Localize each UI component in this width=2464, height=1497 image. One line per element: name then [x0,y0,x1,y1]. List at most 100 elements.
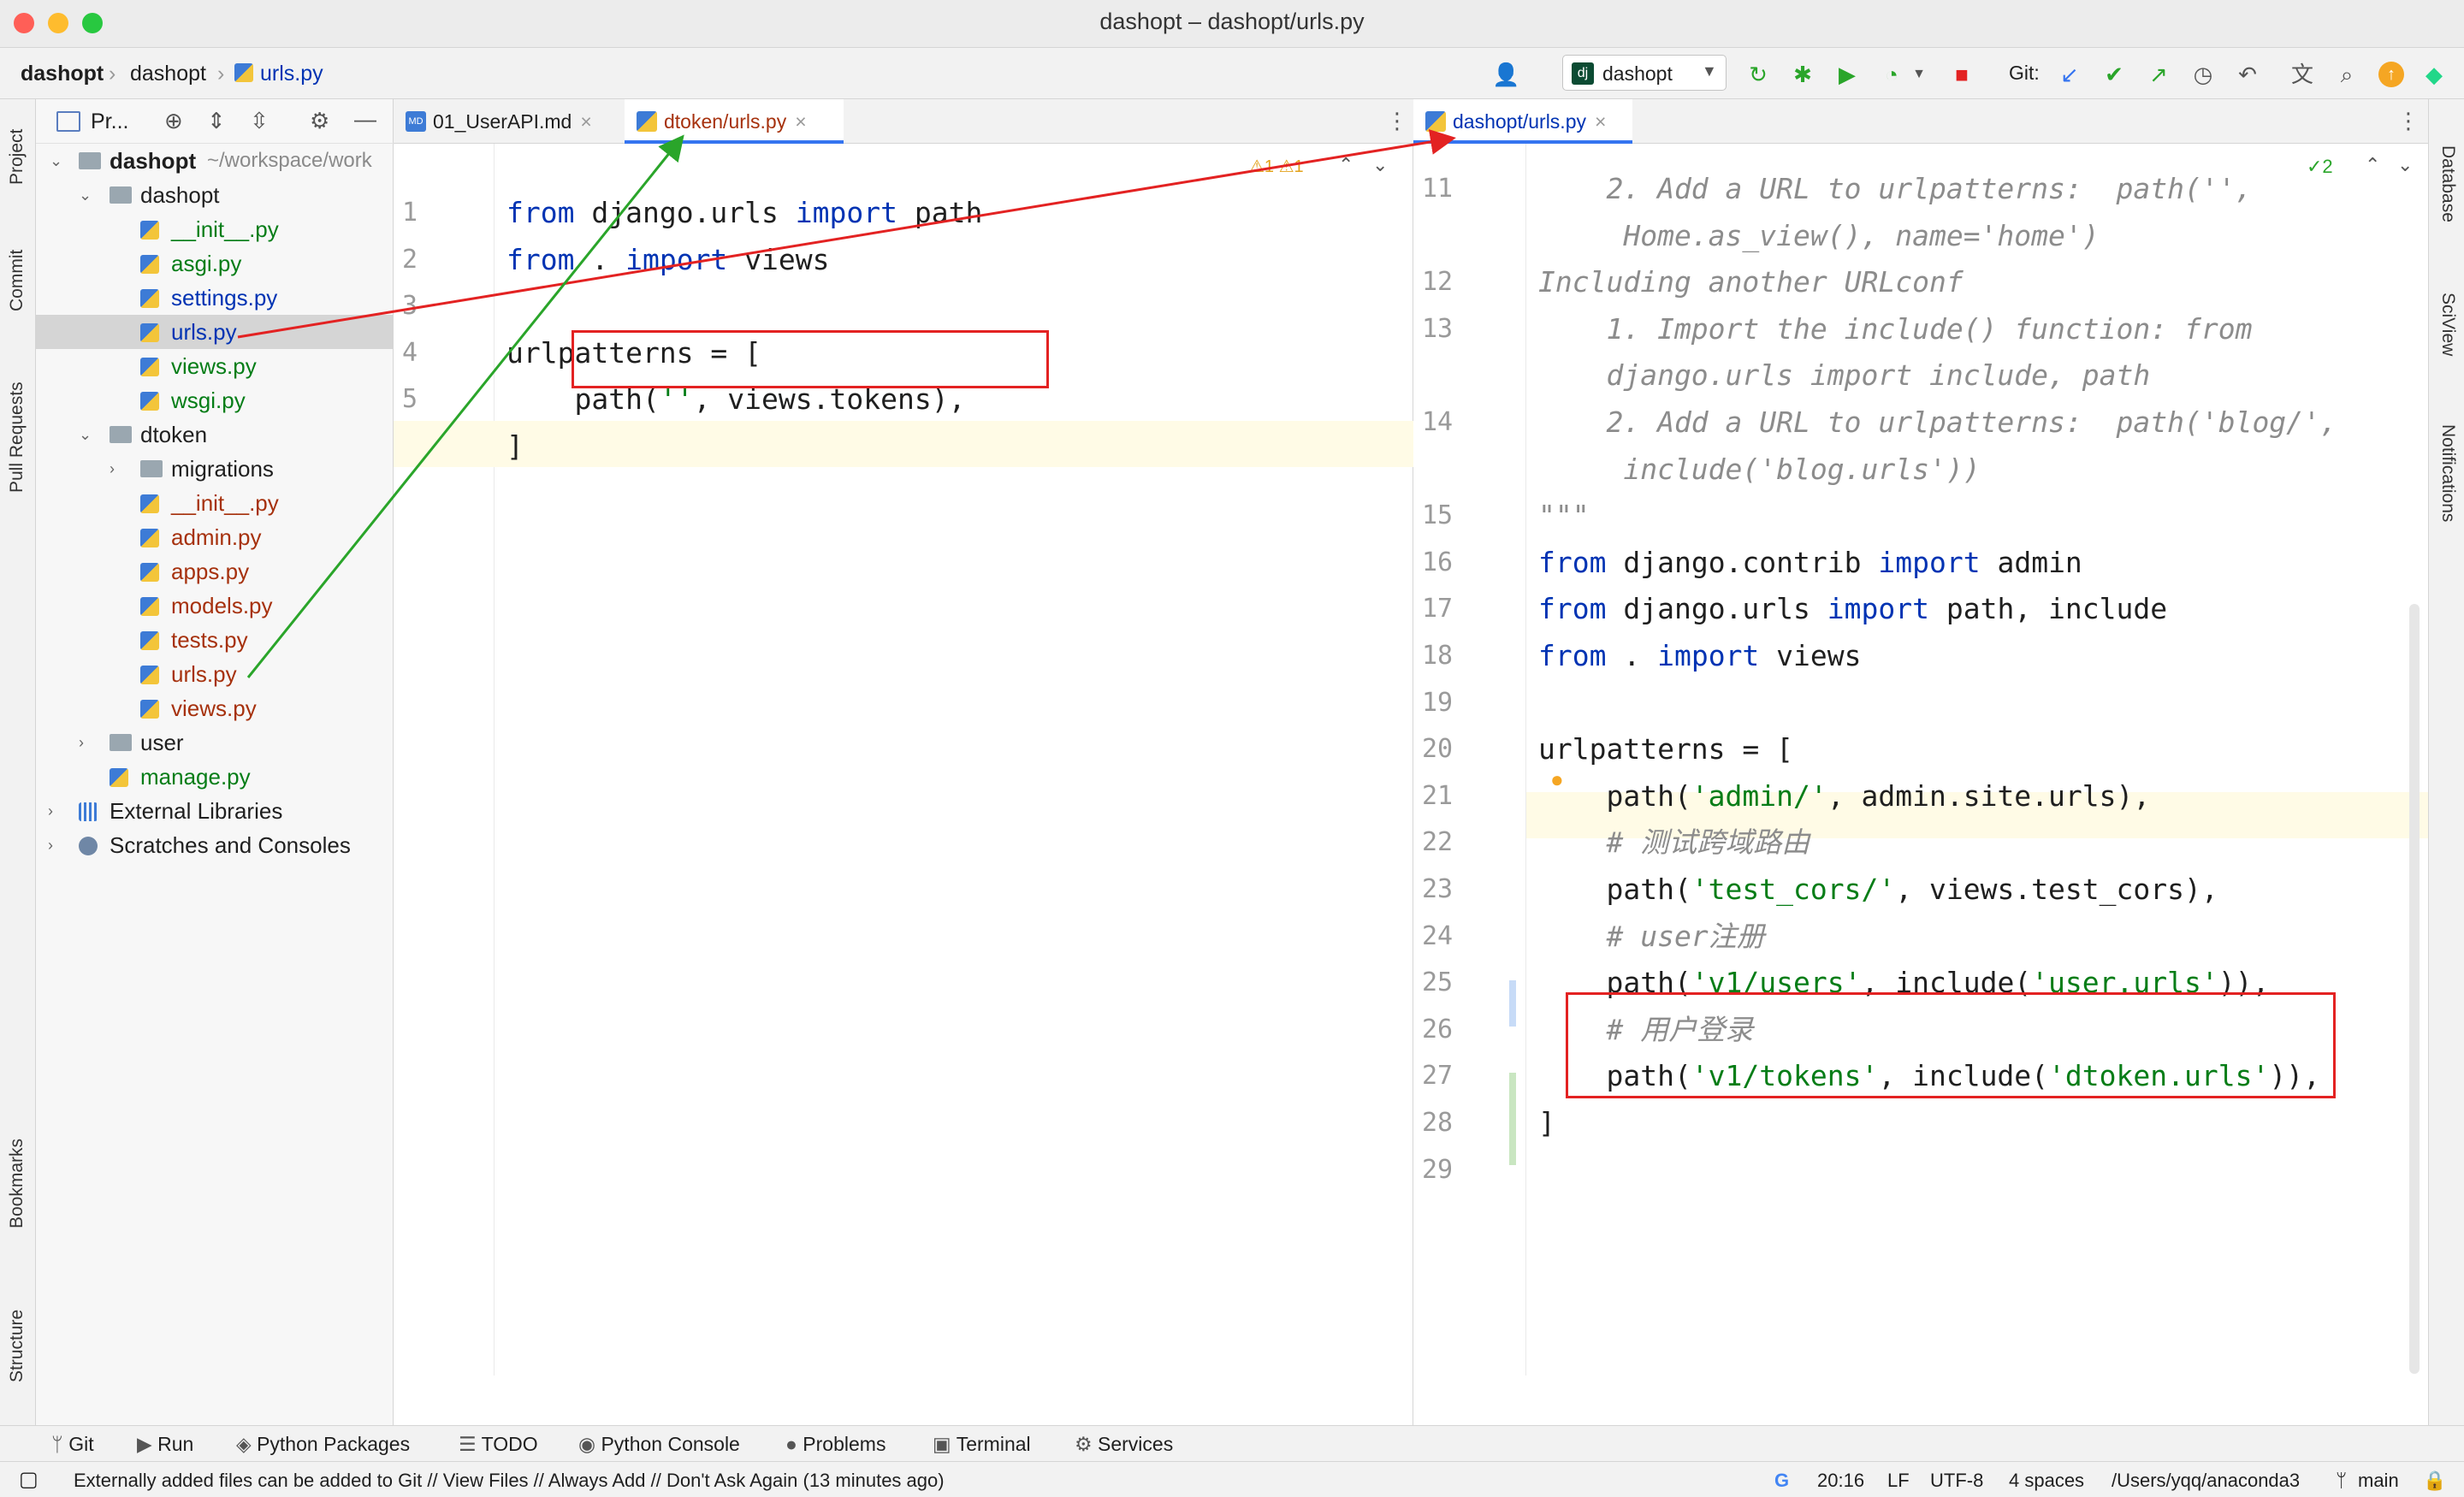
tree-item[interactable]: urls.py [36,657,394,691]
code-line: include('blog.urls')) [1538,452,1981,486]
lightbulb-icon[interactable]: ● [1550,766,1564,792]
code-line: 1. Import the include() function: from [1538,311,2253,346]
tool-window-problems[interactable]: ● Problems [785,1433,886,1455]
code-line: urlpatterns = [ [506,335,762,370]
history-icon[interactable]: ◷ [2193,62,2213,87]
user-icon[interactable]: 👤 [1492,62,1520,87]
minimize-panel-icon[interactable]: — [354,106,376,132]
expand-all-icon[interactable]: ⇕ [207,108,226,133]
tree-item[interactable]: ›migrations [36,452,394,486]
close-icon[interactable]: × [580,110,592,133]
tree-item[interactable]: manage.py [36,760,394,794]
chevron-down-icon[interactable]: ⌄ [1372,154,1389,175]
file-encoding[interactable]: UTF-8 [1930,1470,1984,1491]
indent-setting[interactable]: 4 spaces [2009,1470,2085,1491]
tree-item[interactable]: apps.py [36,554,394,589]
breadcrumb-file[interactable]: urls.py [260,62,323,86]
line-number: 14 [1422,407,1454,437]
chevron-right-icon[interactable]: › [48,837,53,854]
gear-icon[interactable]: ⚙ [310,108,330,133]
line-separator[interactable]: LF [1887,1470,1910,1491]
minimize-window-button[interactable] [48,13,68,33]
lock-icon[interactable]: 🔒 [2423,1470,2447,1491]
chevron-right-icon[interactable]: › [110,460,115,477]
chevron-down-icon[interactable]: ▼ [1912,67,1926,81]
code-area-right[interactable]: 2. Add a URL to urlpatterns: path('', Ho… [1538,144,2420,1341]
tool-window-run[interactable]: ▶ Run [137,1433,194,1455]
profile-icon[interactable]: ◔ [1885,62,1898,87]
chevron-right-icon[interactable]: › [79,734,84,751]
vertical-scrollbar[interactable] [2409,604,2420,1374]
tree-item[interactable]: tests.py [36,623,394,657]
locate-file-icon[interactable]: ⊕ [164,108,183,133]
tree-item[interactable]: ›Scratches and Consoles [36,828,394,862]
search-icon[interactable]: ⌕ [2340,62,2354,87]
run-icon: ▶ [137,1433,158,1455]
todo-icon: ☰ [459,1433,482,1455]
chevron-down-icon[interactable]: ⌄ [79,426,92,443]
chevron-up-icon[interactable]: ⌃ [1338,154,1354,175]
more-options-icon[interactable]: ⋮ [2397,108,2420,133]
tree-item[interactable]: asgi.py [36,246,394,281]
tab-userapi-md[interactable]: MD 01_UserAPI.md× [394,99,625,144]
tree-item[interactable]: views.py [36,349,394,383]
tool-window-todo[interactable]: ☰ TODO [459,1433,538,1455]
tree-item[interactable]: ›user [36,725,394,760]
caret-position[interactable]: 20:16 [1817,1470,1865,1491]
chevron-right-icon[interactable]: › [48,802,53,820]
git-update-icon[interactable]: ↙ [2060,62,2079,87]
status-panel-icon[interactable]: ▢ [19,1468,38,1491]
tree-item[interactable]: admin.py [36,520,394,554]
rollback-icon[interactable]: ↶ [2238,62,2257,87]
chevron-down-icon[interactable]: ⌄ [2397,154,2414,175]
interpreter[interactable]: /Users/yqq/anaconda3 [2112,1470,2301,1491]
chevron-down-icon[interactable]: ⌄ [79,186,92,204]
google-icon[interactable]: G [1774,1470,1790,1491]
git-branch[interactable]: main [2358,1470,2399,1491]
stop-icon[interactable]: ■ [1955,62,1969,87]
close-icon[interactable]: × [1594,110,1607,133]
chevron-up-icon[interactable]: ⌃ [2365,154,2381,175]
rerun-icon[interactable]: ↻ [1749,62,1768,87]
close-window-button[interactable] [14,13,34,33]
tree-item-label: models.py [171,593,273,618]
tool-window-python-console[interactable]: ◉ Python Console [578,1433,740,1455]
tree-item[interactable]: ⌄dashopt [36,178,394,212]
translate-icon[interactable]: 文 [2290,62,2313,87]
tree-item[interactable]: wsgi.py [36,383,394,417]
tree-root[interactable]: ⌄ dashopt ~/workspace/work [36,144,394,178]
line-number: 12 [1422,267,1454,298]
update-icon[interactable]: ↑ [2378,62,2404,87]
breadcrumb-folder[interactable]: dashopt [130,62,206,86]
project-panel-title[interactable]: Pr... [91,109,129,133]
debug-icon[interactable]: ✱ [1793,62,1812,87]
tree-item[interactable]: settings.py [36,281,394,315]
collapse-all-icon[interactable]: ⇳ [250,108,269,133]
tree-item[interactable]: models.py [36,589,394,623]
tool-window-python-packages[interactable]: ◈ Python Packages [236,1433,411,1455]
tool-window-terminal[interactable]: ▣ Terminal [933,1433,1031,1455]
status-message[interactable]: Externally added files can be added to G… [74,1470,945,1491]
coverage-icon[interactable]: ▶ [1839,62,1856,87]
maximize-window-button[interactable] [82,13,103,33]
breadcrumb-project[interactable]: dashopt [21,62,104,86]
tool-window-git[interactable]: ᛘ Git [51,1433,94,1455]
tree-item[interactable]: ⌄dtoken [36,417,394,452]
run-config-select[interactable]: dj dashopt ▼ [1562,55,1727,91]
tree-item[interactable]: __init__.py [36,212,394,246]
line-number: 16 [1422,547,1454,577]
line-number: 2 [402,244,418,275]
git-commit-icon[interactable]: ✔ [2105,62,2123,87]
tree-item[interactable]: views.py [36,691,394,725]
tree-item[interactable]: __init__.py [36,486,394,520]
breadcrumb-separator-icon: › [217,62,225,86]
git-push-icon[interactable]: ↗ [2149,62,2168,87]
tree-item-label: settings.py [171,285,278,311]
more-options-icon[interactable]: ⋮ [1386,108,1408,133]
tool-window-services[interactable]: ⚙ Services [1075,1433,1174,1455]
library-icon [79,802,98,821]
markdown-file-icon: MD [406,111,426,132]
close-icon[interactable]: × [795,110,807,133]
tree-item[interactable]: ›External Libraries [36,794,394,828]
inspection-widget[interactable]: ✓2 [2307,156,2333,177]
